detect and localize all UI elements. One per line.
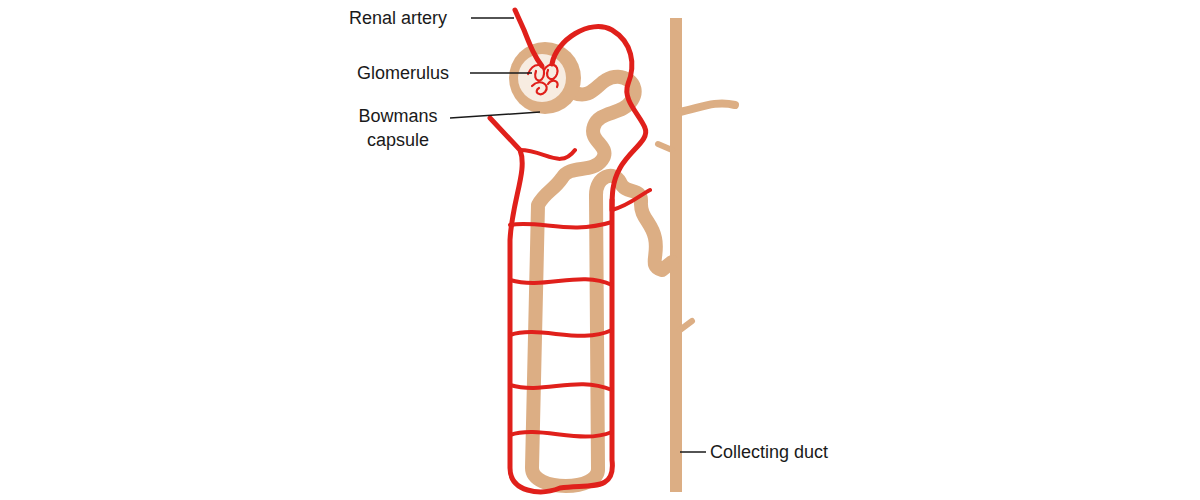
part-label: Renal artery [349, 6, 447, 30]
part-label: Glomerulus [357, 61, 449, 85]
duct-branch [680, 103, 735, 112]
capillary-network [510, 150, 650, 437]
capsule-lumen [518, 54, 566, 102]
part-label: Collecting duct [710, 440, 828, 464]
part-label: Bowmans capsule [346, 104, 450, 152]
leader-line [450, 112, 540, 118]
efferent-vessel [552, 27, 646, 210]
leader-line [680, 451, 706, 453]
collecting-duct-tube [670, 18, 682, 492]
bowmans-capsule-shape [509, 42, 581, 114]
glomerulus-capillaries [528, 65, 558, 94]
duct-branch [680, 321, 692, 330]
leader-line [470, 72, 532, 74]
afferent-vessel [515, 10, 542, 66]
duct-branch [658, 144, 672, 150]
leader-line [471, 17, 514, 19]
